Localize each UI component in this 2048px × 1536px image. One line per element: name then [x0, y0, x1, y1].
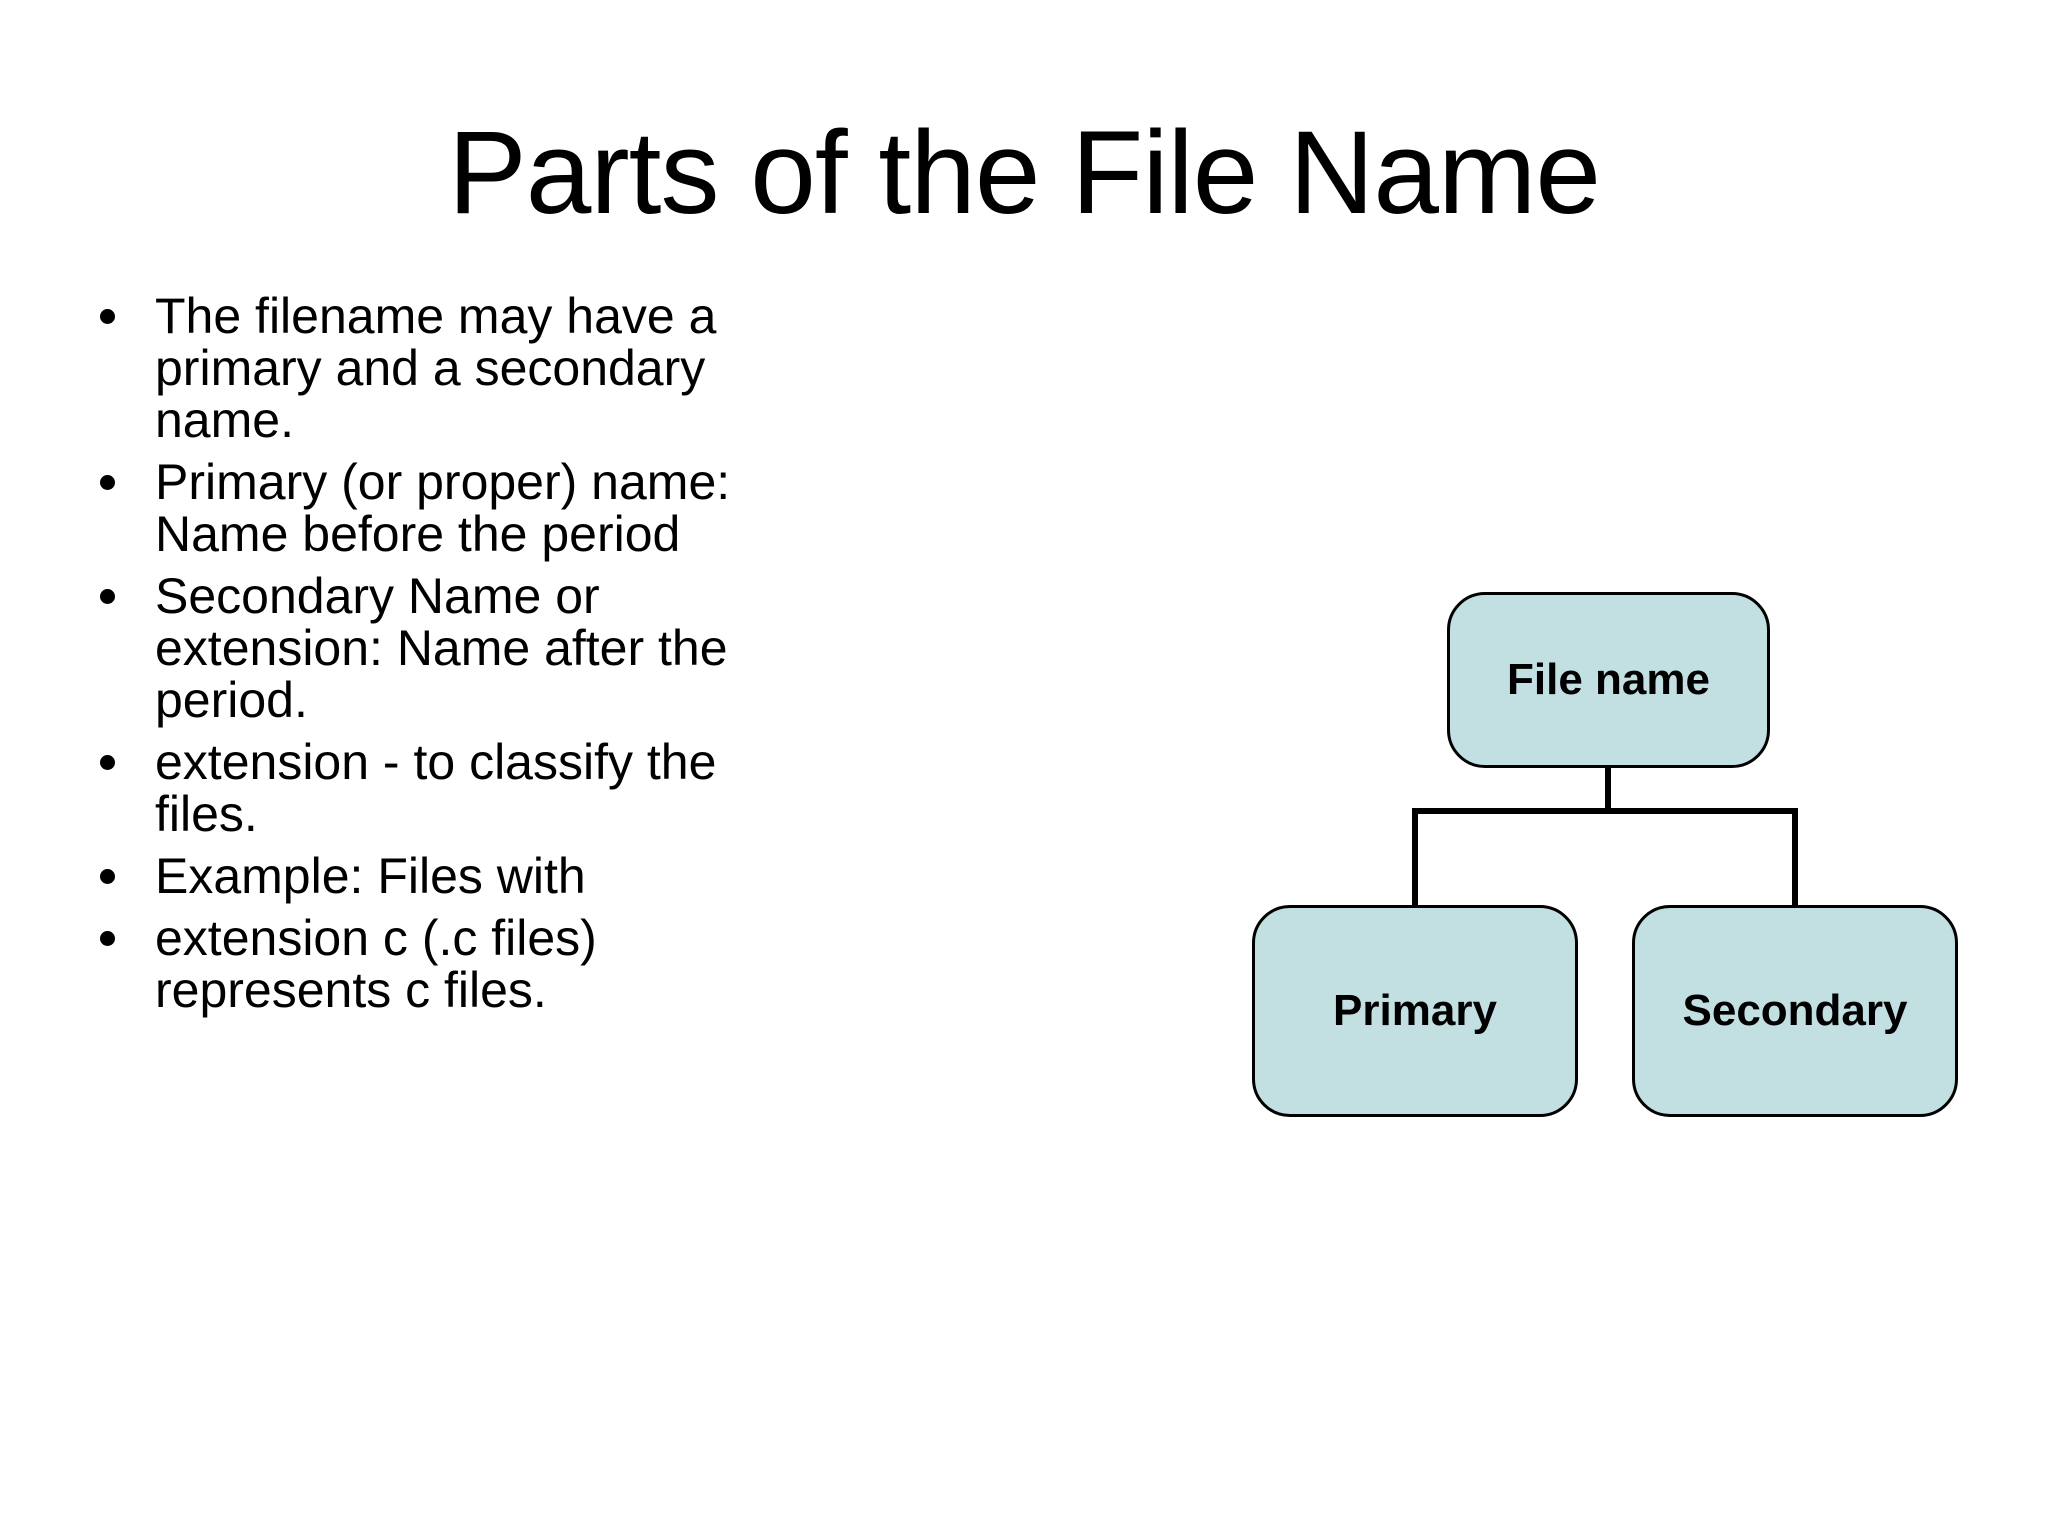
bullet-line: primary and a secondary: [155, 340, 706, 396]
bullet-line: Secondary Name or: [155, 568, 600, 624]
connector-right-drop: [1792, 808, 1798, 905]
list-item: Primary (or proper) name: Name before th…: [100, 456, 860, 560]
bullet-icon: [100, 309, 115, 324]
bullet-line: The filename may have a: [155, 288, 717, 344]
list-item: Secondary Name or extension: Name after …: [100, 570, 860, 726]
bullet-text: extension c (.c files) represents c file…: [155, 912, 597, 1016]
bullet-text: extension - to classify the files.: [155, 736, 716, 840]
bullet-line: name.: [155, 392, 294, 448]
bullet-line: extension: Name after the: [155, 620, 728, 676]
list-item: The filename may have a primary and a se…: [100, 290, 860, 446]
connector-root-stem: [1605, 768, 1611, 814]
bullet-icon: [100, 869, 115, 884]
bullet-line: Primary (or proper) name:: [155, 454, 731, 510]
bullet-list: The filename may have a primary and a se…: [100, 290, 860, 1026]
diagram-box-label: File name: [1507, 655, 1710, 704]
list-item: extension - to classify the files.: [100, 736, 860, 840]
bullet-line: represents c files.: [155, 962, 547, 1018]
bullet-line: extension - to classify the: [155, 734, 717, 790]
diagram-box-file-name: File name: [1447, 592, 1770, 768]
bullet-line: extension c (.c files): [155, 910, 597, 966]
page-title: Parts of the File Name: [448, 107, 1601, 239]
bullet-text: Primary (or proper) name: Name before th…: [155, 456, 730, 560]
bullet-icon: [100, 755, 115, 770]
bullet-line: Example: Files with: [155, 848, 586, 904]
bullet-text: The filename may have a primary and a se…: [155, 290, 716, 446]
bullet-line: Name before the period: [155, 506, 681, 562]
bullet-icon: [100, 589, 115, 604]
bullet-text: Secondary Name or extension: Name after …: [155, 570, 728, 726]
bullet-icon: [100, 931, 115, 946]
bullet-text: Example: Files with: [155, 850, 586, 902]
list-item: extension c (.c files) represents c file…: [100, 912, 860, 1016]
bullet-icon: [100, 475, 115, 490]
list-item: Example: Files with: [100, 850, 860, 902]
diagram-box-secondary: Secondary: [1632, 905, 1958, 1117]
connector-horizontal-bar: [1412, 808, 1798, 814]
connector-left-drop: [1412, 808, 1418, 905]
bullet-line: period.: [155, 672, 308, 728]
diagram-box-label: Secondary: [1682, 986, 1908, 1035]
diagram-box-label: Primary: [1333, 986, 1497, 1035]
diagram-box-primary: Primary: [1252, 905, 1578, 1117]
bullet-line: files.: [155, 786, 258, 842]
